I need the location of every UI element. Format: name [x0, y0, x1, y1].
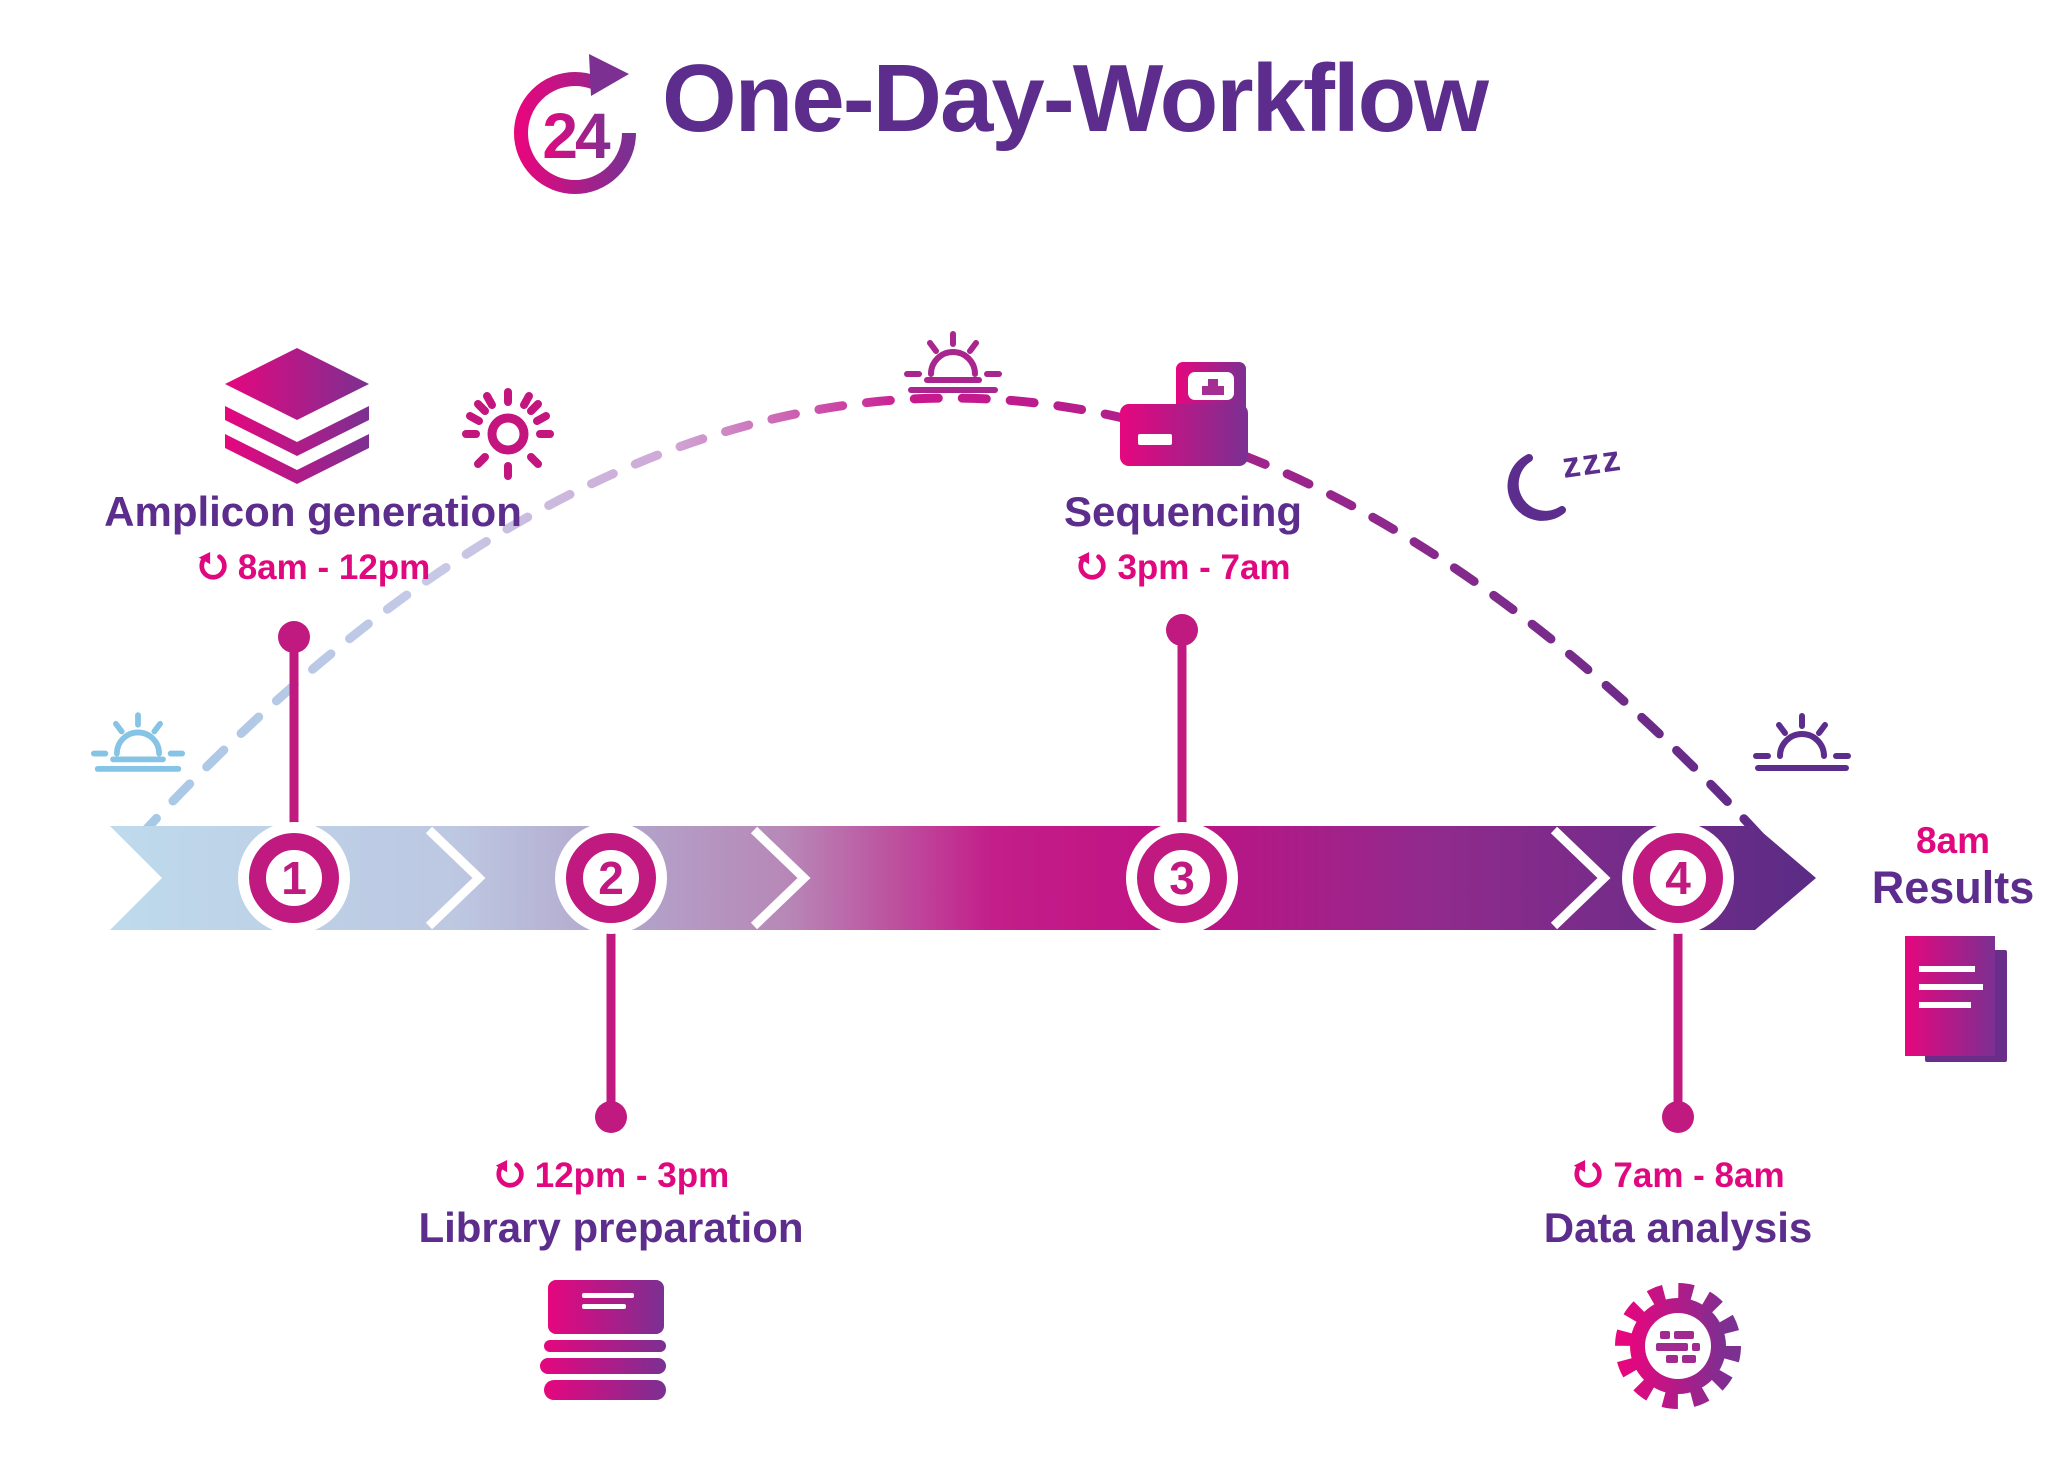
sunrise-noon-icon [904, 331, 1002, 393]
step1-time: 8am - 12pm [43, 548, 583, 588]
step-marker-4: 4 [1633, 833, 1723, 923]
moon-icon: zzz [1507, 437, 1625, 521]
callout-dot-step4 [1662, 1101, 1694, 1133]
step2-title: Library preparation [418, 1204, 804, 1251]
sequencer-icon [1120, 362, 1248, 466]
step4-title: Data analysis [1543, 1204, 1813, 1251]
duration-cycle-icon [198, 552, 227, 580]
sunrise-early-morning-icon [90, 712, 186, 772]
callout-dot-step3 [1166, 614, 1198, 646]
result-label: Results [1871, 862, 2035, 913]
step3-time-text: 3pm - 7am [1117, 548, 1291, 587]
chevron-separator-3 [1550, 826, 1611, 930]
zzz-text: zzz [1559, 437, 1624, 486]
duration-cycle-icon [495, 1160, 524, 1188]
callout-dot-step2 [595, 1101, 627, 1133]
sunrise-next-morning-icon [1753, 713, 1851, 771]
step4-number: 4 [1665, 852, 1691, 904]
page-title: One-Day-Workflow [662, 45, 1489, 152]
result-time: 8am [1915, 820, 1991, 861]
chevron-separator-2 [750, 826, 811, 930]
cycle-arrowhead [589, 54, 629, 96]
gear-analysis-icon [1615, 1283, 1741, 1409]
cycle-arc [514, 72, 636, 194]
step4-time: 7am - 8am [1408, 1156, 1948, 1196]
step2-time: 12pm - 3pm [341, 1156, 881, 1196]
step1-number: 1 [281, 852, 307, 904]
step1-title: Amplicon generation [104, 488, 522, 535]
badge-24-text: 24 [542, 100, 611, 172]
callout-dot-step1 [278, 621, 310, 653]
duration-cycle-icon [1078, 552, 1107, 580]
sun-icon [462, 388, 554, 480]
step3-title: Sequencing [1063, 488, 1303, 535]
step1-time-text: 8am - 12pm [237, 548, 431, 587]
step2-time-text: 12pm - 3pm [534, 1156, 730, 1195]
layers-icon [225, 348, 369, 484]
step-marker-2: 2 [566, 833, 656, 923]
duration-cycle-icon [1574, 1160, 1603, 1188]
step-marker-3: 3 [1137, 833, 1227, 923]
report-icon [1905, 936, 2007, 1062]
step2-number: 2 [598, 852, 624, 904]
step4-time-text: 7am - 8am [1613, 1156, 1785, 1195]
step3-time: 3pm - 7am [913, 548, 1453, 588]
timeline-band [110, 826, 1816, 930]
books-icon [540, 1280, 666, 1400]
chevron-separator-1 [425, 826, 486, 930]
24-hour-cycle-icon: 24 [514, 54, 636, 194]
step3-number: 3 [1169, 852, 1195, 904]
day-night-arc [135, 393, 1765, 841]
step-marker-1: 1 [249, 833, 339, 923]
